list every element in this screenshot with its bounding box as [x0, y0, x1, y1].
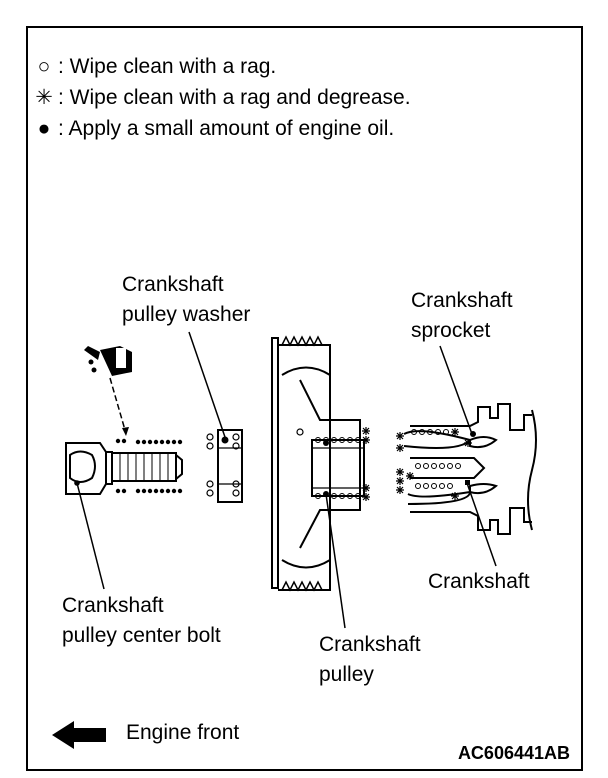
figure-code: AC606441AB — [457, 743, 570, 763]
legend-wipe-rag: ○: Wipe clean with a rag. — [34, 55, 277, 79]
engine-front-arrow-icon — [52, 721, 106, 754]
label-pulley-washer: Crankshaft pulley washer — [122, 273, 251, 326]
crankshaft-marks — [395, 427, 476, 501]
leader-lines — [76, 331, 497, 629]
legend-engine-oil: ●: Apply a small amount of engine oil. — [34, 117, 395, 141]
label-center-bolt: Crankshaft pulley center bolt — [62, 594, 221, 647]
label-crankshaft: Crankshaft — [428, 570, 530, 593]
oil-can-icon — [84, 346, 132, 436]
bolt-oil-dots — [74, 438, 183, 494]
diagram-frame — [26, 26, 583, 771]
center-bolt-drawing — [65, 442, 183, 495]
pulley-marks — [296, 426, 371, 502]
asterisk-icon: ✳ — [35, 86, 53, 109]
label-sprocket: Crankshaft sprocket — [411, 289, 513, 342]
pulley-washer-drawing — [206, 429, 243, 503]
open-circle-icon: ○ — [37, 55, 51, 78]
label-crankshaft-pulley: Crankshaft pulley — [319, 633, 421, 686]
crankshaft-drawing — [403, 403, 537, 535]
filled-dot-icon: ● — [37, 117, 51, 140]
legend-wipe-degrease: ✳: Wipe clean with a rag and degrease. — [35, 86, 411, 109]
crankshaft-pulley-drawing — [271, 335, 365, 592]
engine-front-label: Engine front — [126, 721, 240, 744]
